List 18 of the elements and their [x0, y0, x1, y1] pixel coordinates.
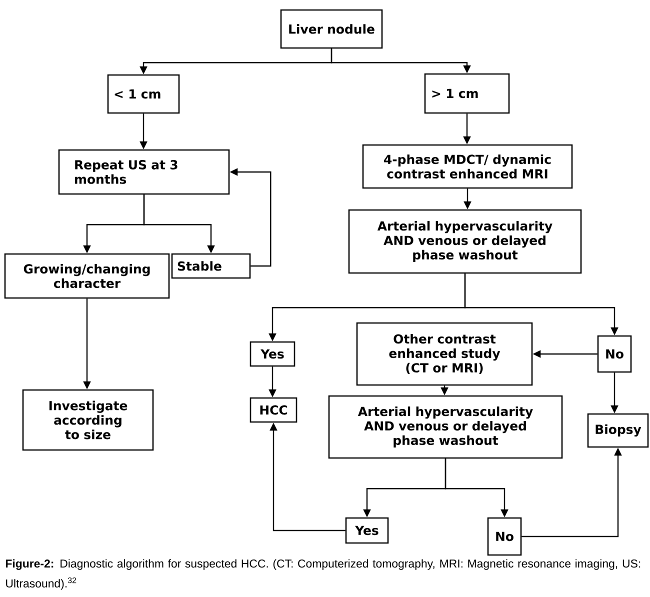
outcome-box: HCC — [250, 397, 298, 423]
criteria-box: Arterial hypervascularity AND venous or delayed phase washout — [328, 395, 563, 459]
outcome-box: Biopsy — [587, 413, 649, 448]
criteria-box: Arterial hypervascularity AND venous or delayed phase washout — [348, 209, 582, 274]
answer-box: No — [597, 335, 632, 373]
step-box: 4-phase MDCT/ dynamic contrast enhanced MRI — [362, 144, 573, 189]
step-box: Growing/changing character — [4, 253, 170, 299]
step-box: > 1 cm — [424, 73, 510, 114]
figure-caption: Figure-2: Diagnostic algorithm for suspected HCC. (CT: Computerized tomography, MRI: Magnetic resonance imaging, US: Ultrasound).$^{32}$ — [6, 559, 640, 590]
answer-box: Yes — [345, 517, 389, 544]
step-box: Other contrast enhanced study (CT or MRI) — [356, 322, 533, 386]
answer-box: Yes — [250, 341, 296, 367]
step-box: Repeat US at 3 months — [58, 149, 230, 195]
step-box: Investigate according to size — [22, 389, 154, 451]
step-box: Stable — [171, 253, 251, 279]
step-box: Liver nodule — [280, 9, 383, 49]
step-box: < 1 cm — [107, 74, 180, 114]
answer-box: No — [487, 517, 522, 556]
